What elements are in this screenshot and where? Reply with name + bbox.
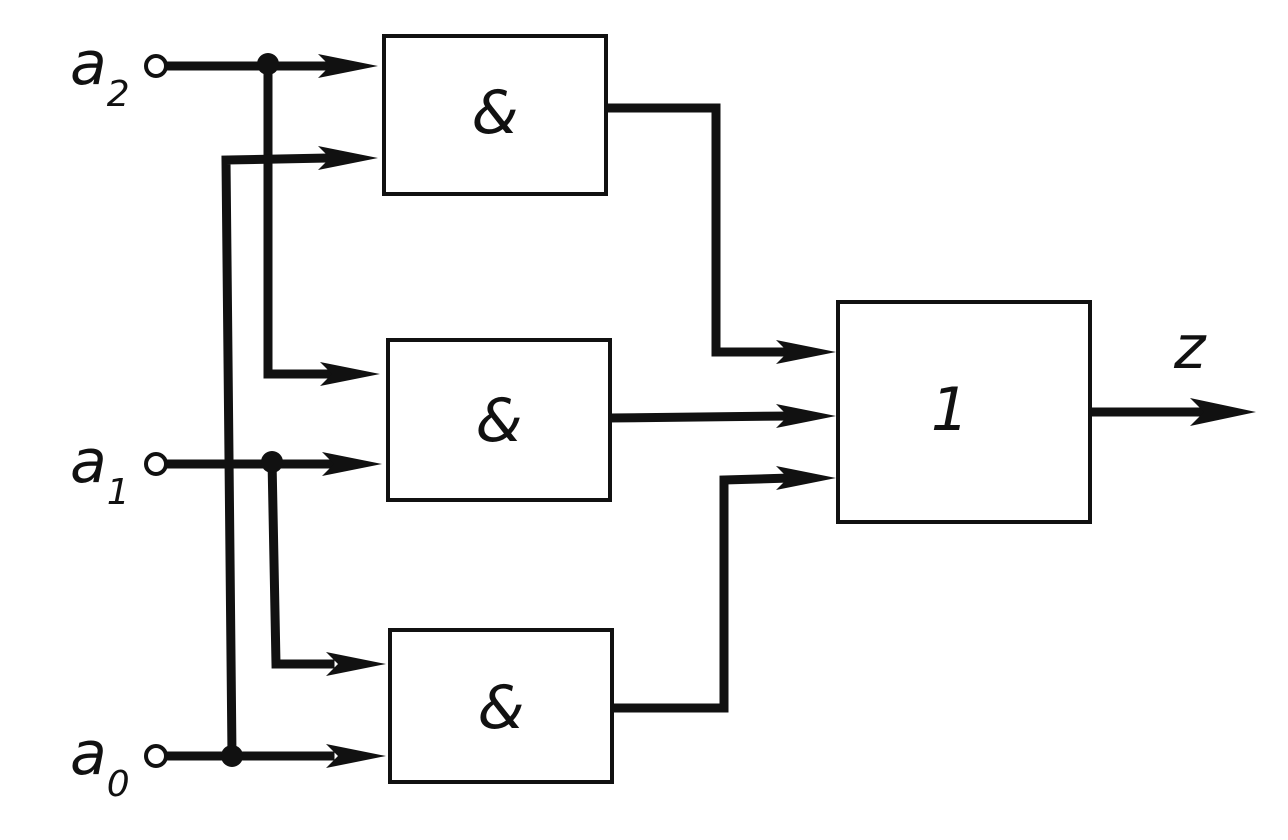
wire-and-top-output — [601, 103, 795, 357]
arrowhead-or-in-1 — [776, 340, 836, 364]
input-label-a0: a0 — [70, 719, 130, 805]
terminal-a2 — [144, 54, 168, 78]
arrowhead-a1-middle — [322, 452, 382, 476]
input-a1-letter: a — [70, 427, 107, 497]
output-label-z: z — [1173, 313, 1207, 383]
arrowhead-output-z — [1190, 398, 1256, 426]
arrowheads — [318, 54, 1256, 768]
arrowhead-a0-top — [318, 146, 378, 170]
input-a2-letter: a — [70, 29, 107, 99]
gate-and-middle-label: & — [476, 386, 523, 456]
arrowhead-or-in-3 — [776, 466, 836, 490]
arrowhead-a2-middle — [320, 362, 380, 386]
junction-a0 — [221, 745, 243, 767]
gate-and-top: & — [382, 34, 608, 196]
wires — [161, 57, 1205, 761]
wire-and-middle-output — [605, 411, 795, 423]
arrowhead-a1-bottom — [326, 652, 386, 676]
input-a0-subscript: 0 — [107, 764, 130, 805]
arrowhead-a0-bottom — [326, 744, 386, 768]
gate-and-top-label: & — [472, 78, 519, 148]
junction-a1 — [261, 451, 283, 473]
wire-and-bottom-output — [607, 473, 795, 713]
terminals — [144, 54, 168, 768]
arrowhead-a2-top — [318, 54, 378, 78]
input-a0-letter: a — [70, 719, 107, 789]
input-label-a1: a1 — [70, 427, 130, 513]
gate-and-bottom: & — [388, 628, 614, 784]
terminal-a1 — [144, 452, 168, 476]
junction-a2 — [257, 53, 279, 75]
wire-a2-branch — [263, 57, 335, 379]
wire-a0-branch — [221, 153, 335, 761]
wire-a1-branch — [267, 455, 335, 669]
input-label-a2: a2 — [70, 29, 130, 115]
gate-and-bottom-label: & — [478, 673, 525, 743]
input-a1-subscript: 1 — [107, 472, 130, 513]
gate-and-middle: & — [386, 338, 612, 502]
arrowhead-or-in-2 — [776, 404, 836, 428]
gate-or-label: 1 — [931, 375, 969, 445]
gate-or: 1 — [836, 300, 1092, 524]
input-a2-subscript: 2 — [107, 74, 130, 115]
terminal-a0 — [144, 744, 168, 768]
junctions — [221, 53, 283, 767]
